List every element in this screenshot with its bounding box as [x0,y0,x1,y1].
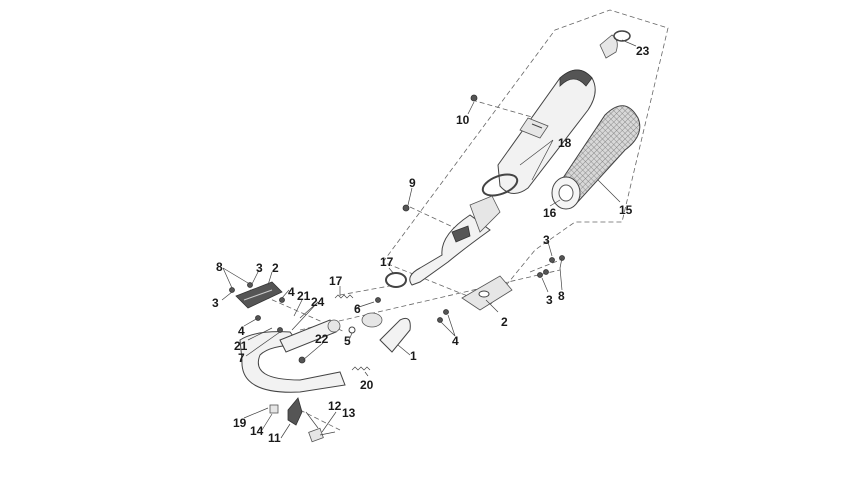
callout-4-right: 4 [452,334,459,348]
callout-12: 12 [328,399,342,413]
callout-21-lower: 21 [234,339,248,353]
callout-18: 18 [558,136,572,150]
callout-10: 10 [456,113,470,127]
callout-3-right-bottom: 3 [546,293,553,307]
link-pipe [409,195,501,286]
callout-17-spring: 17 [329,274,343,288]
callout-7: 7 [238,351,245,365]
header-pipe [239,312,411,393]
callout-21-upper: 21 [297,289,311,303]
fasteners [229,255,565,364]
callout-17-clamp: 17 [380,255,394,269]
silencer-group-boundary [382,9,669,306]
callout-3-left-side: 3 [212,296,219,310]
clamp-ring [385,272,407,288]
callout-8-left: 8 [216,260,223,274]
callout-23: 23 [636,44,650,58]
callout-4-left-lower: 4 [238,324,245,338]
spring-upper [334,294,354,299]
callout-3-right-top: 3 [543,233,550,247]
callout-14: 14 [250,424,264,438]
callout-22: 22 [315,332,329,346]
callout-labels: 1 2 2 3 3 3 3 4 4 4 5 6 7 8 8 9 10 11 12… [212,44,650,445]
callout-8-right: 8 [558,289,565,303]
bolts [402,94,478,212]
end-cap [599,30,631,59]
callout-11: 11 [268,431,281,445]
callout-4-left-upper: 4 [288,285,295,299]
callout-2-left-shield: 2 [272,261,279,275]
right-heat-shield [461,275,513,311]
callout-2-right-shield: 2 [501,315,508,329]
callout-5: 5 [344,334,351,348]
callout-9: 9 [409,176,416,190]
callout-16: 16 [543,206,557,220]
callout-6: 6 [354,302,361,316]
callout-13: 13 [342,406,356,420]
callout-3-left-top: 3 [256,261,263,275]
silencer-body [497,69,596,194]
leader-lines [221,39,637,439]
callout-19: 19 [233,416,247,430]
callout-15: 15 [619,203,633,217]
spring-lower [351,366,371,371]
callout-1: 1 [410,349,417,363]
callout-20: 20 [360,378,374,392]
silencer-gasket [481,173,519,197]
callout-24: 24 [311,295,325,309]
mounting-bracket [269,397,336,443]
explode-axis-lines [249,99,561,431]
left-heat-shield [235,281,283,309]
